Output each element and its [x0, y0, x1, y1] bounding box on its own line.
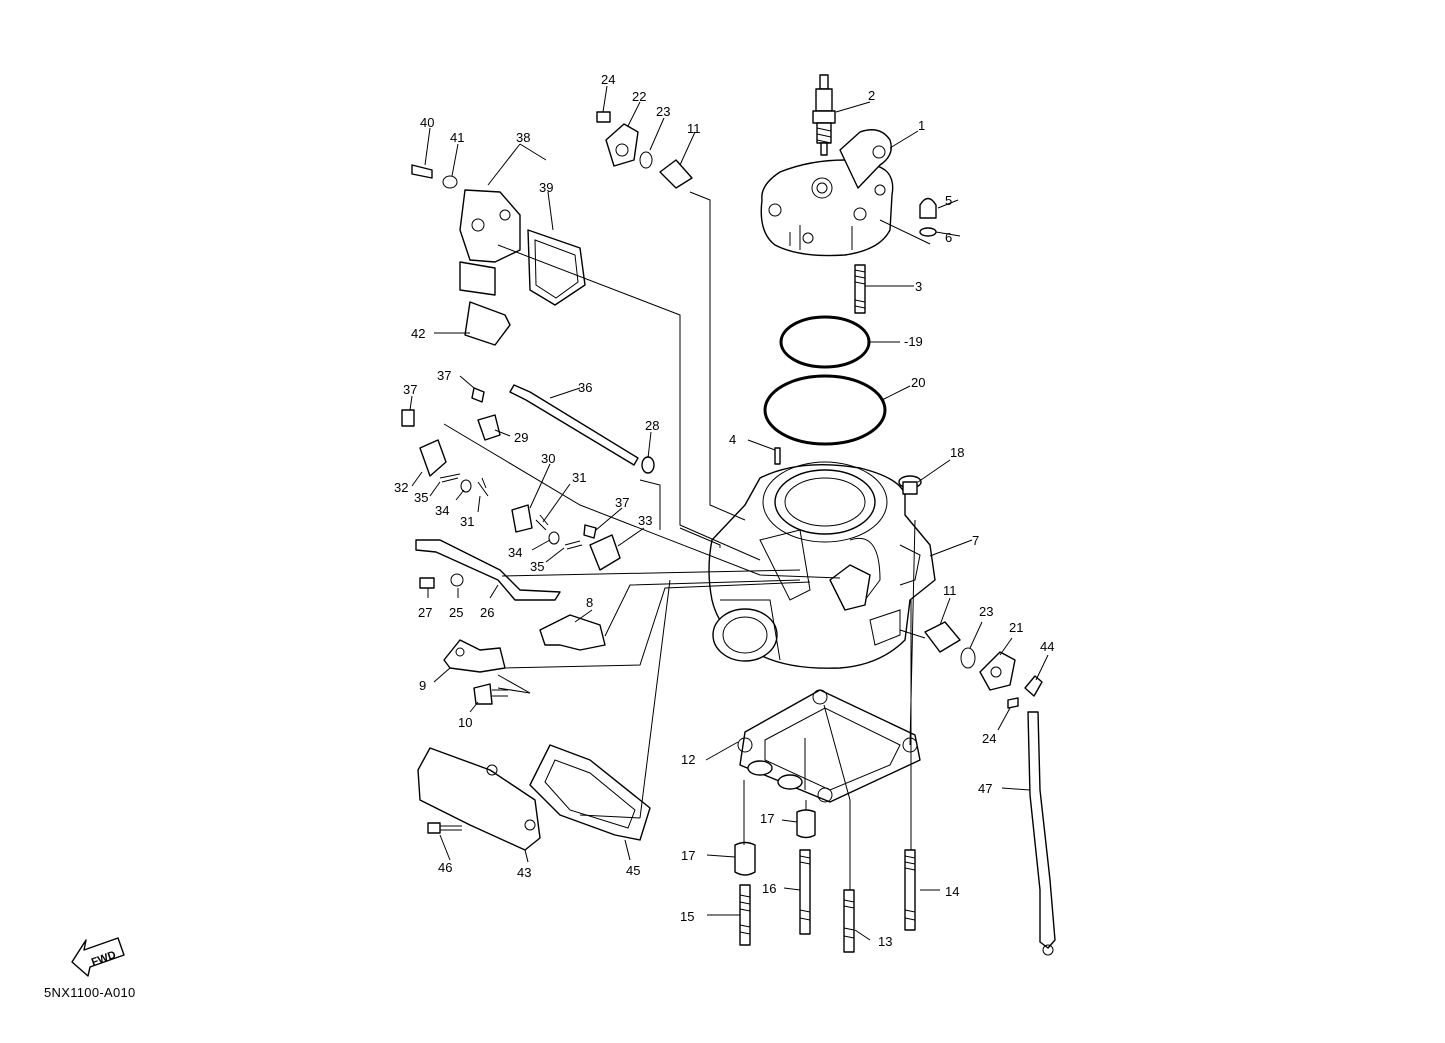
top-cap-parts: [596, 111, 693, 189]
callout-4: 4: [729, 432, 736, 447]
callout-1: 1: [918, 118, 925, 133]
reed-cover: [417, 744, 651, 851]
callout-37a: 37: [403, 382, 417, 397]
callout-15: 15: [680, 909, 694, 924]
spark-plug: [812, 74, 836, 156]
callout-27: 27: [418, 605, 432, 620]
lower-studs: [734, 809, 916, 953]
callout-44: 44: [1040, 639, 1054, 654]
callout-21: 21: [1009, 620, 1023, 635]
callout-23b: 23: [979, 604, 993, 619]
callout-40: 40: [420, 115, 434, 130]
cylinder-head: [760, 129, 894, 257]
right-side-parts: [924, 621, 1056, 956]
callout-28: 28: [645, 418, 659, 433]
callout-36: 36: [578, 380, 592, 395]
callout-24a: 24: [601, 72, 615, 87]
callout-labels: 1 2 3 4 5 6 7 8 9 10 11 11 12 13 14 15 1…: [394, 72, 1054, 949]
callout-14: 14: [945, 884, 959, 899]
valve-linkage: [401, 384, 655, 571]
callout-29: 29: [514, 430, 528, 445]
callout-12: 12: [681, 752, 695, 767]
callout-19: -19: [904, 334, 923, 349]
callout-11b: 11: [943, 583, 957, 598]
callout-32: 32: [394, 480, 408, 495]
callout-7: 7: [972, 533, 979, 548]
flange-bolt: [898, 475, 922, 495]
callout-20: 20: [911, 375, 925, 390]
callout-35a: 35: [414, 490, 428, 505]
callout-17b: 17: [760, 811, 774, 826]
lever-bracket: [415, 539, 606, 651]
leader-lines: [409, 85, 1049, 941]
alignment-lines: [443, 191, 926, 890]
callout-11a: 11: [687, 121, 701, 136]
o-rings: [763, 315, 887, 446]
callout-42: 42: [411, 326, 425, 341]
callout-16: 16: [762, 881, 776, 896]
callout-46: 46: [438, 860, 452, 875]
callout-10: 10: [458, 715, 472, 730]
callout-5: 5: [945, 193, 952, 208]
stud-bolt: [854, 264, 866, 314]
callout-17a: 17: [681, 848, 695, 863]
base-gasket: [737, 689, 921, 803]
fwd-arrow-icon: [71, 937, 125, 977]
callout-25: 25: [449, 605, 463, 620]
callout-39: 39: [539, 180, 553, 195]
cap-nut: [919, 197, 937, 237]
callout-33: 33: [638, 513, 652, 528]
callout-30: 30: [541, 451, 555, 466]
cylinder: [708, 461, 936, 669]
callout-45: 45: [626, 863, 640, 878]
callout-9: 9: [419, 678, 426, 693]
callout-35b: 35: [530, 559, 544, 574]
callout-43: 43: [517, 865, 531, 880]
callout-38: 38: [516, 130, 530, 145]
callout-37b: 37: [437, 368, 451, 383]
callout-22: 22: [632, 89, 646, 104]
callout-6: 6: [945, 230, 952, 245]
callout-13: 13: [878, 934, 892, 949]
callout-18: 18: [950, 445, 964, 460]
callout-24b: 24: [982, 731, 996, 746]
callout-34b: 34: [508, 545, 522, 560]
callout-23a: 23: [656, 104, 670, 119]
dowel-pin: [774, 447, 781, 465]
callout-31b: 31: [460, 514, 474, 529]
callout-2: 2: [868, 88, 875, 103]
callout-47: 47: [978, 781, 992, 796]
callout-26: 26: [480, 605, 494, 620]
callout-34a: 34: [435, 503, 449, 518]
callout-31a: 31: [572, 470, 586, 485]
callout-3: 3: [915, 279, 922, 294]
stay-bracket: [443, 639, 508, 705]
diagram-code: 5NX1100-A010: [44, 985, 136, 1000]
callout-37c: 37: [615, 495, 629, 510]
callout-41: 41: [450, 130, 464, 145]
callout-8: 8: [586, 595, 593, 610]
valve-cover: [411, 164, 586, 346]
